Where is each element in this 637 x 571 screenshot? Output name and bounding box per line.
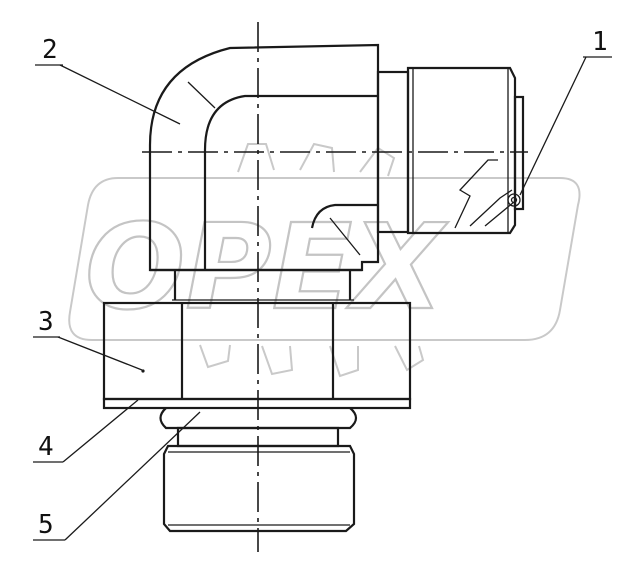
svg-text:1: 1: [592, 27, 608, 57]
callout-5: 5: [33, 411, 201, 541]
callout-3: 3: [33, 307, 143, 371]
thread-end-right: [376, 66, 525, 235]
centerlines: [142, 22, 528, 552]
svg-text:2: 2: [42, 35, 58, 65]
svg-text:4: 4: [38, 432, 54, 462]
washer: [102, 397, 412, 410]
watermark-text: OPEX: [85, 198, 448, 336]
watermark-logo: OPEX: [68, 142, 581, 378]
callout-4: 4: [33, 399, 139, 463]
svg-text:3: 3: [38, 307, 54, 337]
callout-2: 2: [35, 35, 181, 125]
svg-text:5: 5: [38, 510, 54, 540]
callout-1: 1: [519, 27, 612, 196]
thread-end-bottom: [162, 426, 356, 533]
